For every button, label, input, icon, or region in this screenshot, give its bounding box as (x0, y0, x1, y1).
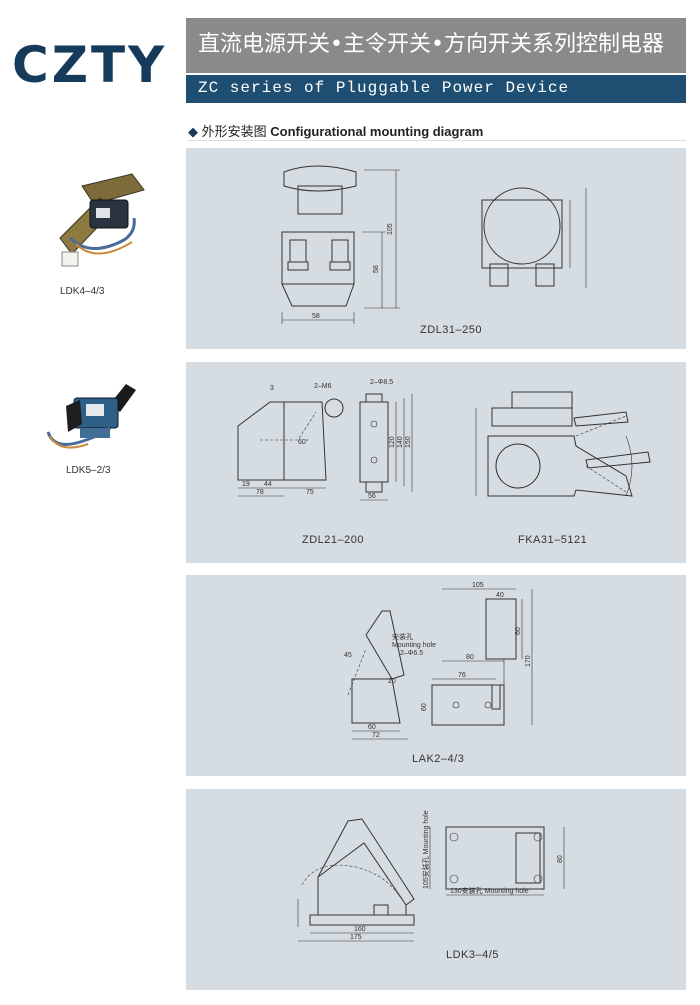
zdl21-fka31-drawing: 3 2–M6 60° 19 44 78 75 2–Φ8.5 120 140 15… (237, 379, 651, 501)
ldk4-product-photo (59, 173, 145, 267)
diagram-panel-ldk3: 160 175 80 105安装孔 Mounting hole 130安装孔 M… (186, 789, 686, 990)
ldk3-drawing: 160 175 80 105安装孔 Mounting hole 130安装孔 M… (297, 810, 565, 942)
bottom-hole-label: 130安装孔 Mounting hole (450, 886, 529, 895)
thumb-label: LDK5–2/3 (66, 465, 111, 476)
dim-f: 78 (256, 489, 264, 496)
dim-a: 105 (472, 582, 484, 589)
dim-g: 75 (306, 489, 314, 496)
section-title-en: Configurational mounting diagram (270, 124, 484, 139)
dim-i: 72 (372, 732, 380, 739)
diagram-label: ZDL21–200 (302, 534, 364, 546)
dim-a: 3 (270, 385, 274, 392)
zdl31-drawing: 58 105 58 (281, 165, 587, 324)
dim-e: 44 (264, 481, 272, 488)
lak2-drawing: 45 60 72 20 安装孔 Mounting hole 2–Φ6.5 105… (344, 582, 533, 740)
dim-k: 45 (344, 652, 352, 659)
diagram-label: LDK3–4/5 (446, 949, 499, 961)
section-divider (188, 140, 686, 141)
dim-height: 105 (387, 223, 394, 235)
diagram-label: LAK2–4/3 (412, 753, 465, 765)
diagram-panel-lak2: 45 60 72 20 安装孔 Mounting hole 2–Φ6.5 105… (186, 575, 686, 776)
section-heading: ◆ 外形安装图 Configurational mounting diagram (188, 121, 483, 140)
dim-d: 170 (525, 655, 532, 667)
subtitle-bar (186, 75, 686, 103)
dim-k: 150 (405, 436, 412, 448)
page-title-cn: 直流电源开关•主令开关•方向开关系列控制电器 (198, 32, 664, 57)
brand-logo: CZTY (12, 36, 168, 94)
dim-j: 60 (368, 724, 376, 731)
thumb-label: LDK4–4/3 (60, 286, 105, 297)
dim-h: 56 (368, 493, 376, 500)
dim-c: 60 (515, 627, 522, 635)
diagram-panel-zdl21: 3 2–M6 60° 19 44 78 75 2–Φ8.5 120 140 15… (186, 362, 686, 563)
dim-i: 120 (389, 436, 396, 448)
diagram-label: FKA31–5121 (518, 534, 588, 546)
dim-g: 20 (388, 678, 396, 685)
dim-j: 140 (397, 436, 404, 448)
dim-b: 175 (350, 934, 362, 941)
diamond-bullet-icon: ◆ (188, 124, 198, 139)
dim-e: 80 (466, 654, 474, 661)
hole-en: Mounting hole (392, 642, 436, 649)
ldk5-product-photo (46, 384, 136, 449)
diagram-panel-zdl31: 58 105 58 ZDL31–250 (186, 148, 686, 349)
page-title-en: ZC series of Pluggable Power Device (198, 79, 570, 97)
diagram-label: ZDL31–250 (420, 324, 482, 336)
dim-b: 2–M6 (314, 383, 332, 390)
title-bar (186, 18, 686, 73)
dim-a: 160 (354, 926, 366, 933)
dim-body-height: 58 (373, 265, 380, 273)
dim-c: 2–Φ8.5 (370, 379, 393, 386)
dim-c: 80 (557, 855, 564, 863)
section-title-cn: 外形安装图 (201, 125, 267, 140)
dim-width: 58 (312, 313, 320, 320)
dim-f: 76 (458, 672, 466, 679)
hole-spec: 2–Φ6.5 (400, 650, 423, 657)
dim-h: 60 (421, 703, 428, 711)
dim-angle: 60° (298, 438, 309, 446)
dim-d: 19 (242, 481, 250, 488)
hole-cn: 安装孔 (392, 632, 413, 641)
dim-b: 40 (496, 592, 504, 599)
side-hole-label: 105安装孔 Mounting hole (421, 810, 430, 889)
